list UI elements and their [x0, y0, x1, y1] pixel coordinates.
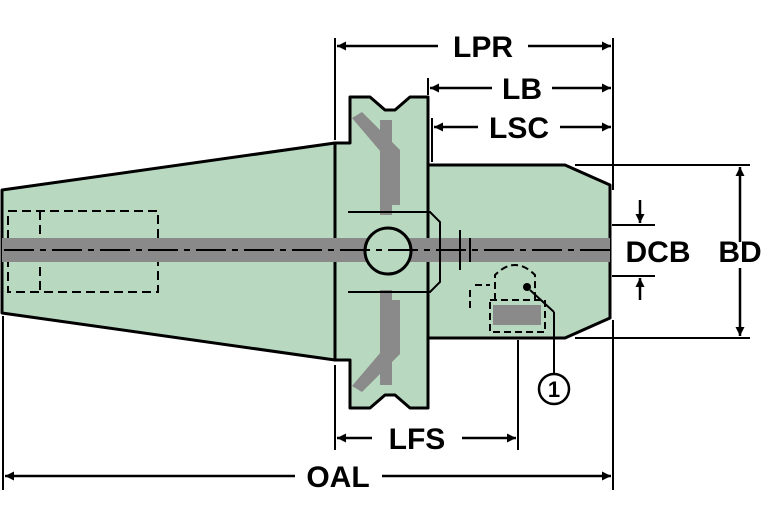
- label-oal: OAL: [306, 461, 369, 494]
- callout-number: 1: [548, 377, 560, 402]
- label-lsc: LSC: [489, 112, 549, 145]
- flange-hidden-lines: [348, 211, 441, 293]
- label-bd: BD: [718, 236, 761, 269]
- set-screw-point: [523, 283, 531, 291]
- set-screw: [469, 264, 546, 333]
- label-dcb: DCB: [626, 236, 691, 269]
- set-screw-thread: [493, 305, 541, 325]
- callout-leader-end: [529, 289, 555, 313]
- dimension-lines: [5, 41, 745, 481]
- callout-marker: 1: [537, 372, 571, 406]
- label-lfs: LFS: [389, 423, 446, 456]
- extension-lines: [2, 38, 750, 490]
- callout-circle: [537, 372, 571, 406]
- tool-body: [0, 95, 612, 410]
- flange-vertical-groove-top: [380, 120, 392, 215]
- flange-vertical-groove-bottom: [380, 290, 392, 385]
- label-lpr: LPR: [453, 31, 513, 64]
- label-lb: LB: [502, 73, 542, 106]
